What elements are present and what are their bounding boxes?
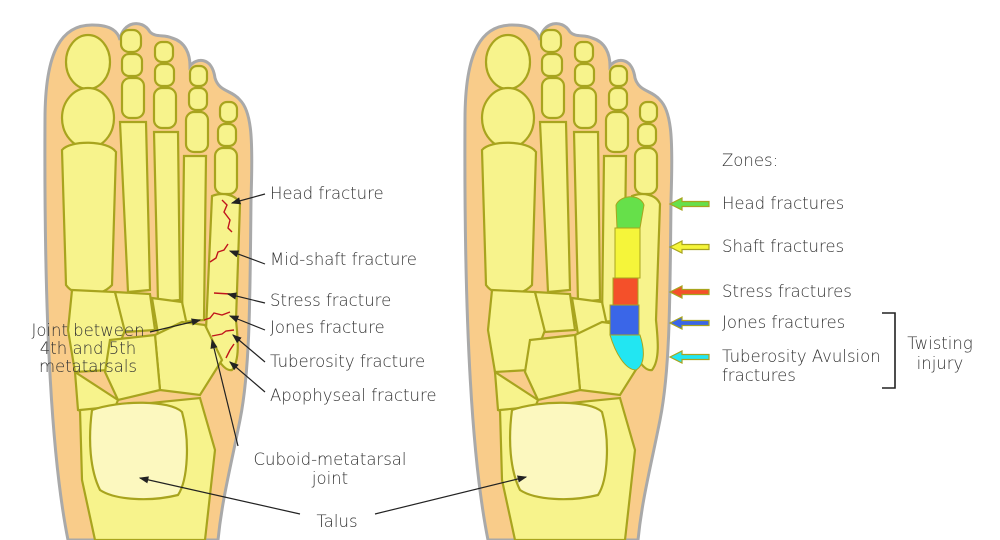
label-midshaft-fracture: Mid-shaft fracture [270, 250, 417, 269]
zone-head [615, 196, 645, 229]
label-joint-line3: metatarsals [39, 357, 137, 376]
zone-stress [612, 277, 639, 306]
zone-arrow-shaft-icon [668, 240, 710, 254]
zone-arrow-head-icon [668, 197, 710, 211]
zone-label-tuberosity-line2: fractures [722, 366, 796, 385]
label-twisting: Twisting [907, 334, 972, 353]
label-joint-line1: Joint between [31, 321, 144, 340]
label-jones-fracture: Jones fracture [270, 318, 385, 337]
label-talus: Talus [316, 512, 357, 531]
label-cuboid-line2: joint [311, 469, 348, 488]
zone-shaft [614, 227, 641, 279]
label-tuberosity-fracture: Tuberosity fracture [270, 352, 425, 371]
fifth-metatarsal-zones [609, 196, 645, 371]
zone-arrow-tuberosity-icon [668, 350, 710, 364]
zone-label-jones: Jones fractures [722, 313, 845, 332]
left-labels: Head fracture Mid-shaft fracture Stress … [31, 184, 528, 531]
label-stress-fracture: Stress fracture [270, 291, 391, 310]
label-apophyseal-fracture: Apophyseal fracture [270, 386, 437, 405]
zone-tuberosity [609, 334, 644, 371]
zone-label-shaft: Shaft fractures [722, 237, 844, 256]
zone-label-tuberosity: Tuberosity Avulsion [722, 347, 881, 366]
label-injury: injury [917, 354, 964, 373]
zone-jones [609, 304, 640, 336]
zone-label-stress: Stress fractures [722, 282, 852, 301]
zones-legend: Zones: Head fractures Shaft fractures St… [668, 151, 973, 389]
label-joint-line2: 4th and 5th [40, 339, 136, 358]
right-foot-illustration [463, 22, 674, 540]
zone-label-head: Head fractures [722, 194, 844, 213]
zone-arrow-jones-icon [668, 316, 710, 330]
fracture-cracks [203, 199, 235, 359]
label-cuboid-line1: Cuboid-metatarsal [253, 450, 406, 469]
left-foot-illustration [43, 22, 254, 540]
zone-arrow-stress-icon [668, 285, 710, 299]
twisting-injury-bracket [882, 312, 896, 389]
label-head-fracture: Head fracture [270, 184, 384, 203]
zones-title: Zones: [722, 151, 778, 170]
